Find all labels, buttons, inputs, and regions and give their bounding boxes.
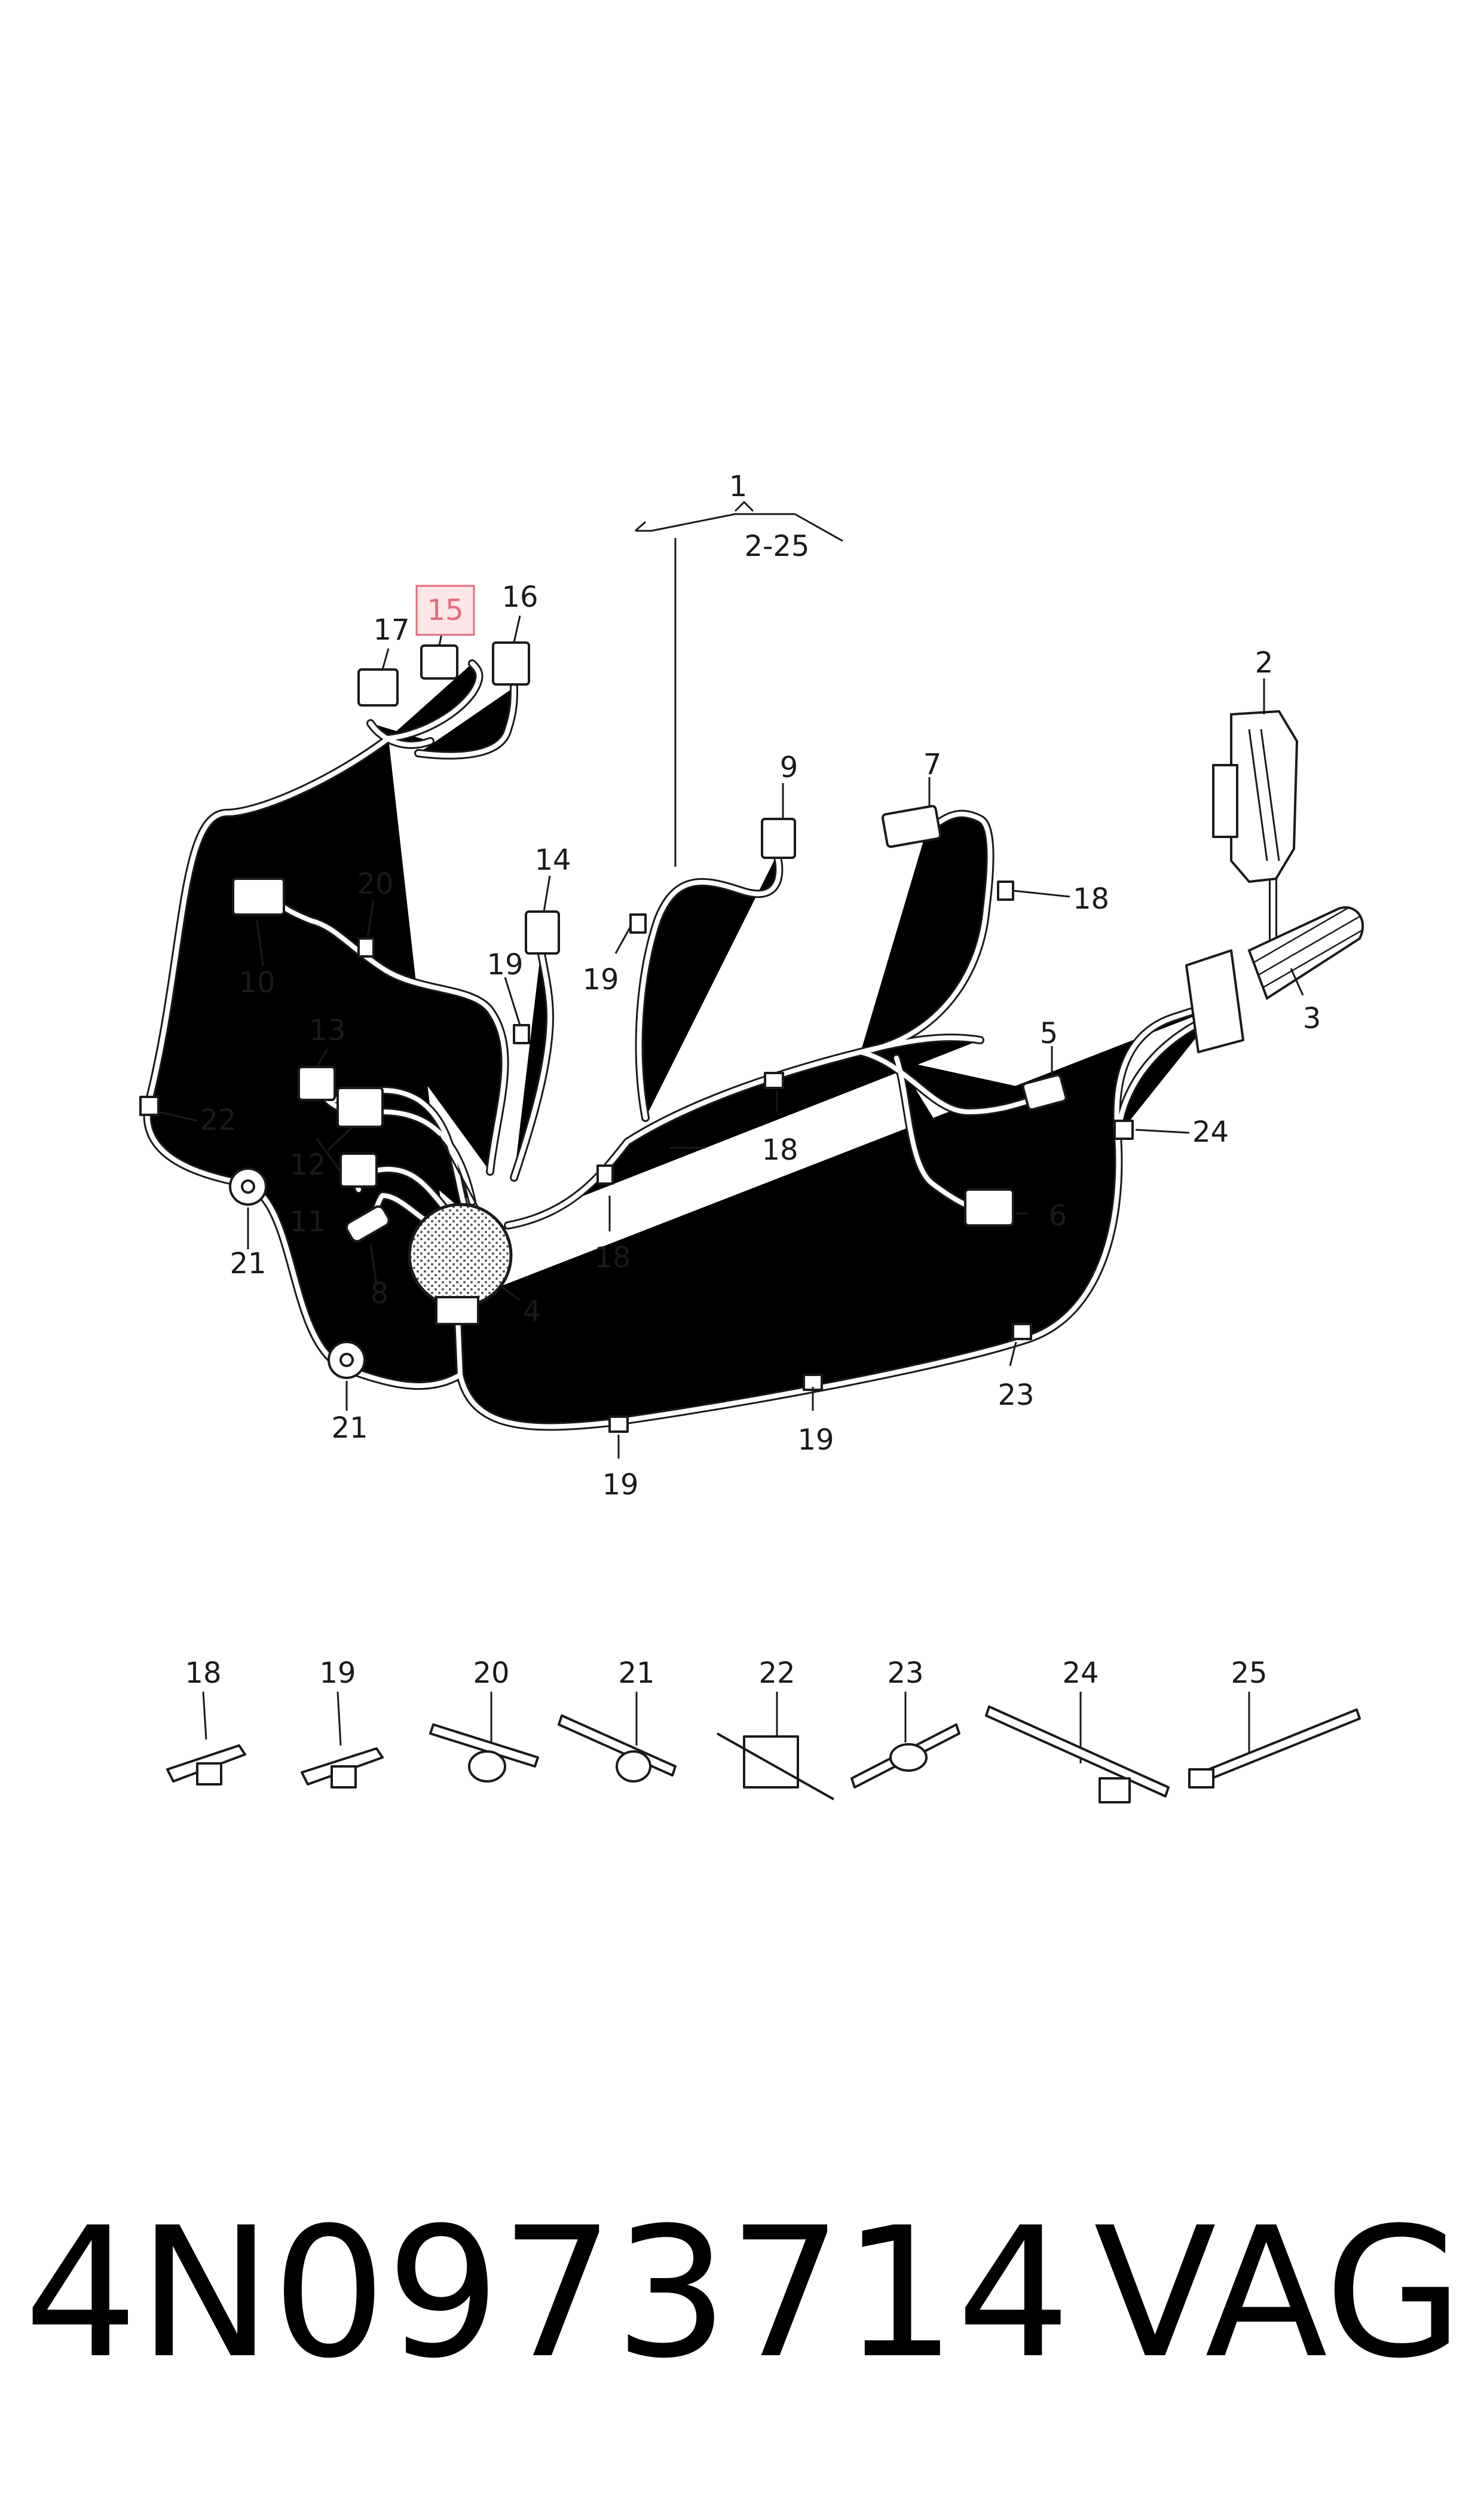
svg-text:24: 24 [1062, 1656, 1099, 1690]
connector-part-8 [345, 1205, 390, 1243]
callout-18-c[interactable]: 18 [594, 1241, 631, 1274]
connector-part-5 [1021, 1074, 1067, 1111]
callout-13[interactable]: 13 [309, 1014, 345, 1047]
callout-10[interactable]: 10 [238, 966, 275, 999]
connector-part-6 [964, 1188, 1014, 1227]
connector-part-16 [492, 641, 530, 686]
sleeve-part-3 [1185, 906, 1364, 1053]
callout-16[interactable]: 16 [501, 580, 538, 614]
callout-23[interactable]: 23 [998, 1378, 1034, 1412]
connector-part-11 [339, 1152, 378, 1188]
svg-text:21: 21 [618, 1656, 654, 1690]
part-number: 4N0973714 [24, 2189, 1070, 2398]
callout-19-d[interactable]: 19 [602, 1468, 638, 1502]
connector-part-9 [761, 818, 796, 859]
callout-labels: 1 2-25 2 3 4 5 6 7 8 9 10 11 12 13 14 15… [200, 470, 1321, 1502]
connector-part-2 [1212, 710, 1298, 883]
clip-20[interactable]: 20 [429, 1656, 539, 1783]
svg-text:20: 20 [473, 1656, 509, 1690]
callout-leaders [158, 500, 1304, 1459]
connector-part-15 [420, 644, 458, 680]
clip-18[interactable]: 18 [166, 1656, 246, 1786]
callout-21-a[interactable]: 21 [230, 1247, 266, 1280]
svg-text:22: 22 [758, 1656, 795, 1690]
clip-legend: 18 19 20 21 22 [166, 1656, 1361, 1803]
connector-part-7 [881, 805, 942, 848]
callout-20[interactable]: 20 [357, 867, 393, 901]
grommet-part-21-a [229, 1167, 267, 1206]
connector-part-17 [357, 668, 399, 707]
callout-9[interactable]: 9 [780, 751, 798, 784]
callout-18-a[interactable]: 18 [1073, 882, 1109, 916]
callout-21-b[interactable]: 21 [331, 1411, 368, 1445]
clip-24[interactable]: 24 [985, 1656, 1170, 1803]
callout-11[interactable]: 11 [289, 1205, 326, 1239]
connector-part-12 [336, 1087, 384, 1128]
callout-15-highlight[interactable]: 15 [415, 585, 475, 636]
callout-22[interactable]: 22 [200, 1103, 236, 1137]
callout-6[interactable]: 6 [1049, 1199, 1067, 1233]
grommet-part-21-b [328, 1341, 366, 1379]
svg-text:25: 25 [1231, 1656, 1267, 1690]
callout-12[interactable]: 12 [289, 1148, 326, 1182]
callout-7[interactable]: 7 [923, 748, 942, 781]
connector-part-14 [525, 910, 560, 955]
callout-2[interactable]: 2 [1255, 646, 1274, 680]
brand-name: VAG [1094, 2189, 1463, 2398]
clip-21[interactable]: 21 [558, 1656, 677, 1783]
grommet-part-4 [408, 1135, 513, 1325]
clip-19[interactable]: 19 [301, 1656, 384, 1789]
callout-5[interactable]: 5 [1040, 1017, 1058, 1050]
connector-part-10 [232, 878, 285, 916]
clip-23[interactable]: 23 [850, 1656, 960, 1789]
svg-text:23: 23 [887, 1656, 923, 1690]
callout-24[interactable]: 24 [1192, 1115, 1229, 1149]
svg-text:19: 19 [319, 1656, 356, 1690]
connector-part-13 [298, 1066, 336, 1101]
svg-text:18: 18 [185, 1656, 221, 1690]
callout-3[interactable]: 3 [1303, 1002, 1321, 1035]
callout-14[interactable]: 14 [534, 843, 571, 877]
svg-text:15: 15 [427, 594, 463, 627]
callout-19-a[interactable]: 19 [582, 963, 619, 996]
callout-17[interactable]: 17 [373, 613, 409, 647]
clip-25[interactable]: 25 [1188, 1656, 1361, 1789]
callout-8[interactable]: 8 [371, 1277, 389, 1310]
callout-range: 2-25 [745, 530, 810, 563]
callout-19-c[interactable]: 19 [797, 1423, 834, 1457]
callout-1[interactable]: 1 [729, 470, 748, 503]
callout-19-b[interactable]: 19 [486, 948, 523, 982]
clip-22[interactable]: 22 [717, 1656, 834, 1800]
footer: 4N0973714 VAG [24, 2189, 1463, 2398]
callout-4[interactable]: 4 [523, 1295, 541, 1328]
callout-18-b[interactable]: 18 [761, 1133, 798, 1167]
